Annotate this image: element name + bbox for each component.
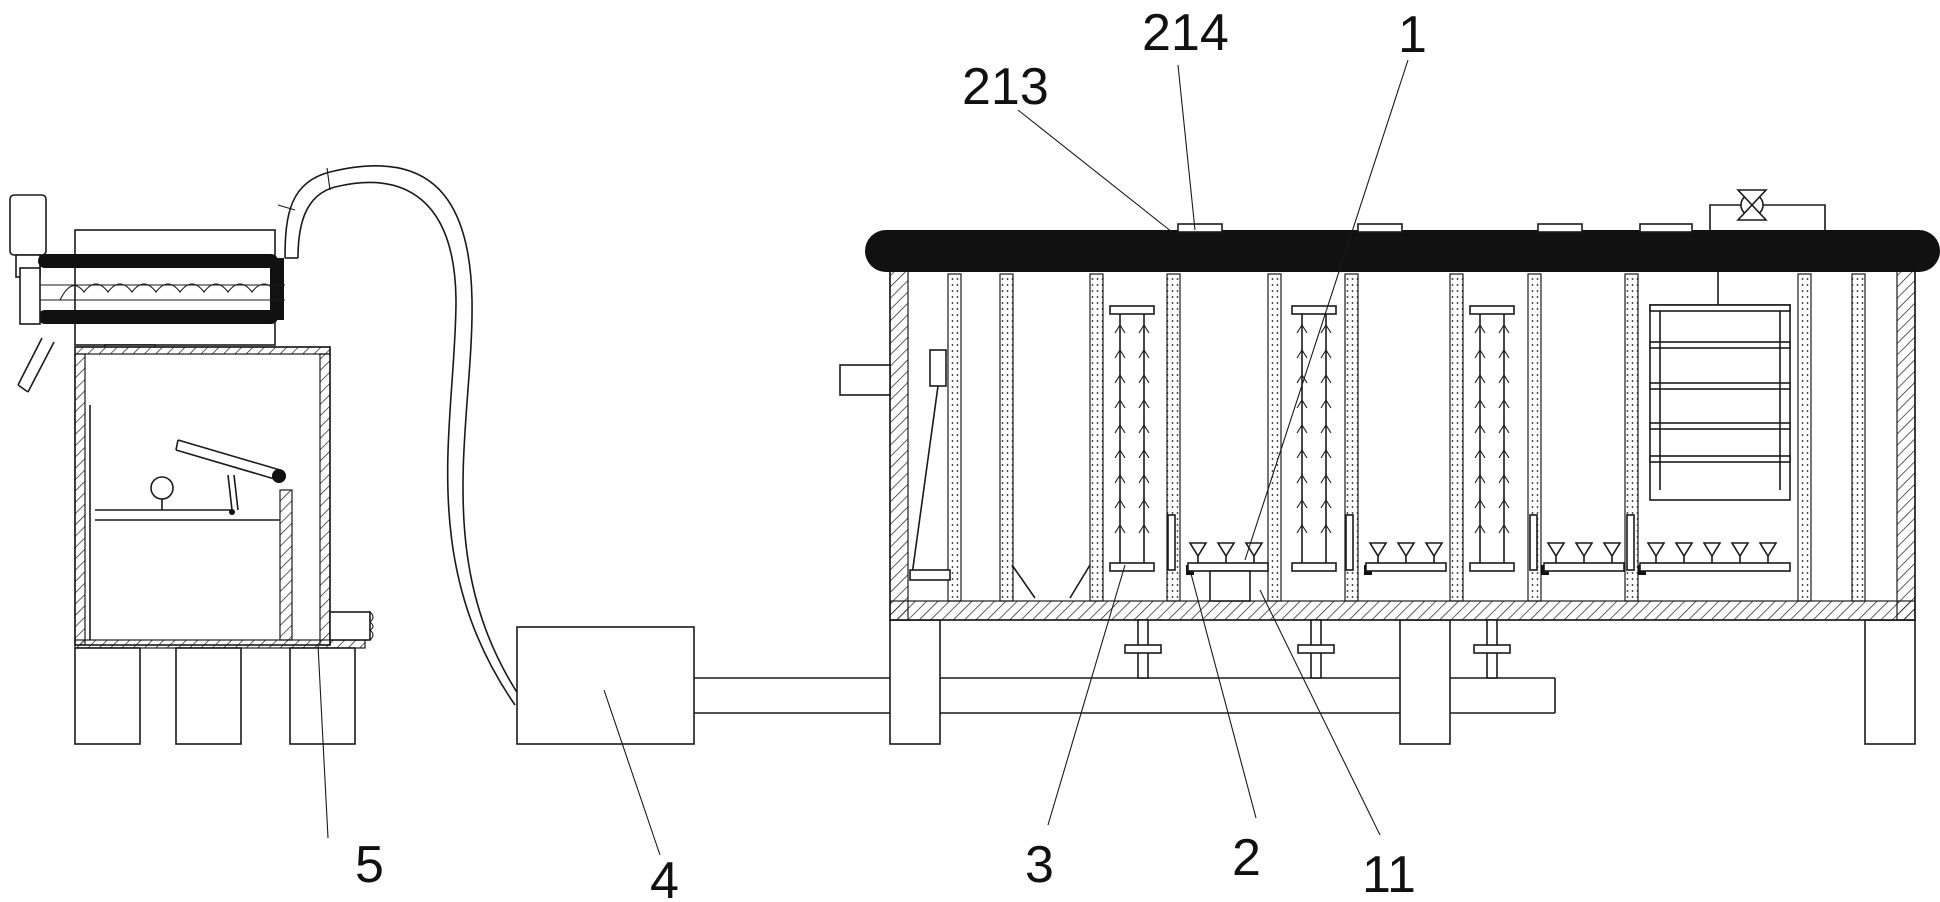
screw-housing	[74, 229, 276, 346]
leg	[1864, 619, 1916, 745]
nozzle-bar	[1187, 542, 1269, 602]
rod	[1167, 514, 1176, 571]
upper-tube	[38, 254, 278, 268]
leader-lines	[317, 59, 1409, 856]
nozzle-bar	[1543, 542, 1625, 572]
label-11: 11	[1362, 846, 1416, 902]
label-2: 2	[1232, 829, 1261, 887]
top-cover	[865, 230, 1940, 272]
nozzle-bar	[1639, 542, 1791, 572]
hose-outer	[284, 165, 521, 698]
pipe	[694, 677, 1556, 714]
brush-column	[1291, 305, 1337, 572]
sensor	[929, 349, 947, 387]
leg	[74, 647, 141, 745]
leg	[889, 619, 941, 745]
top-fitting	[1177, 223, 1223, 233]
lower-tube	[38, 310, 278, 324]
label-3: 3	[1025, 836, 1054, 894]
label-213: 213	[962, 58, 1049, 116]
label-1: 1	[1398, 6, 1427, 64]
leg	[175, 647, 242, 745]
side-outlet	[839, 364, 891, 396]
float-ball	[150, 476, 174, 500]
brush-column	[1469, 305, 1515, 572]
drive-shaft	[19, 267, 41, 325]
nozzle-bar	[1365, 542, 1447, 572]
left-unit	[9, 194, 374, 745]
nozzle-mount	[1209, 570, 1251, 602]
screw-auger	[59, 283, 277, 301]
valve-pipe	[1709, 204, 1826, 230]
label-214: 214	[1142, 4, 1229, 62]
pump-box	[516, 626, 695, 745]
lever-pivot	[272, 469, 286, 483]
right-machine	[839, 189, 1940, 745]
label-5: 5	[355, 836, 384, 894]
motor	[9, 194, 47, 256]
label-4: 4	[650, 852, 679, 902]
drain-pipes	[1124, 619, 1511, 679]
outlet-pipe	[329, 611, 371, 641]
leg	[1399, 619, 1451, 745]
inner-wall	[279, 489, 293, 641]
drying-rack	[1649, 304, 1791, 501]
labels: 214 213 1 5 4 3 2 11	[355, 4, 1427, 902]
brush-column	[1109, 305, 1155, 572]
hose-inner	[297, 181, 516, 706]
base-plate	[889, 600, 1916, 621]
hose	[277, 165, 521, 706]
